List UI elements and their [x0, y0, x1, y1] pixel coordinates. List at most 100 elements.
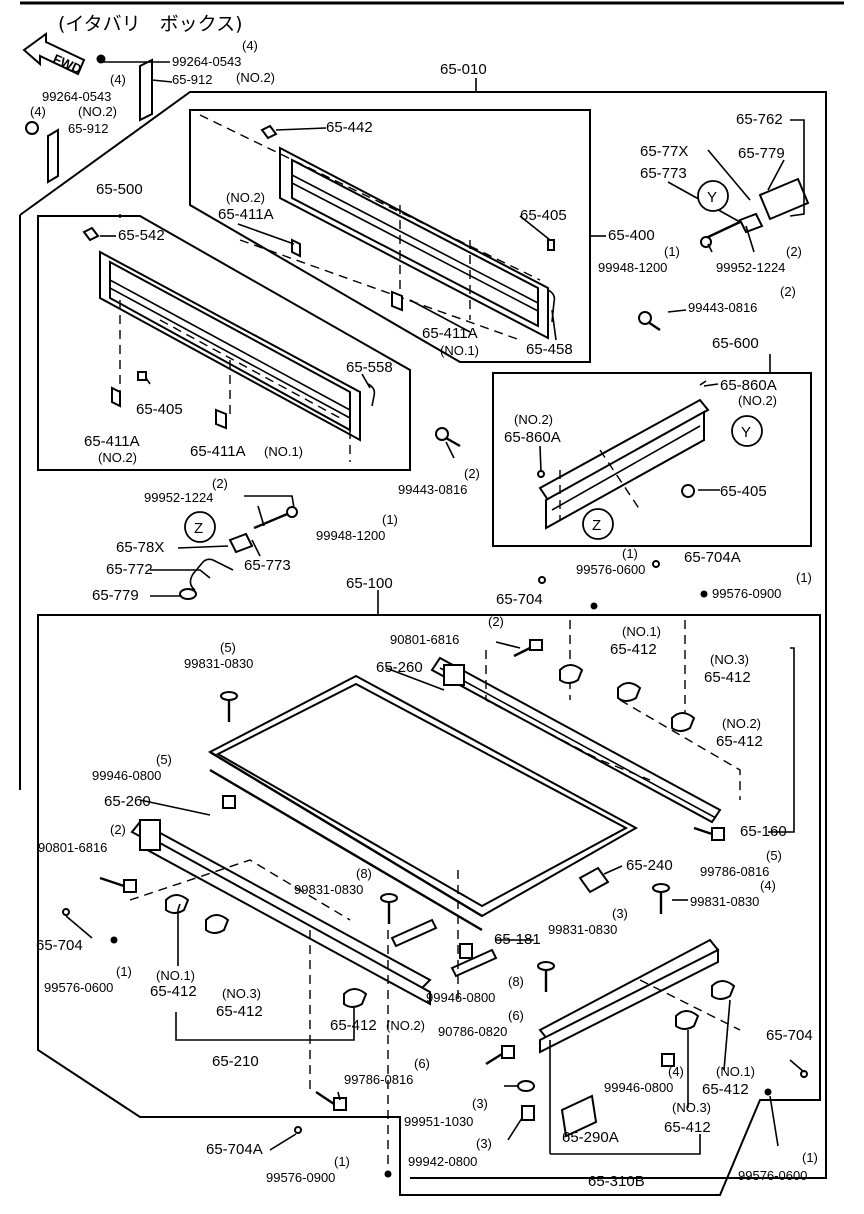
bolt-99831-0830-upper-left	[220, 691, 238, 722]
hinge-plate-65-912-lower	[25, 121, 59, 184]
panel-box-65-400	[189, 109, 591, 363]
bolt-99443-0816-lower	[435, 427, 461, 448]
callout: (NO.2)	[514, 412, 553, 427]
callout: 65-411A	[84, 433, 140, 450]
callout: 99946-0800	[92, 768, 161, 783]
callout: 65-260	[104, 793, 151, 810]
callout: 65-860A	[720, 377, 777, 394]
hook-65-411a-no1	[391, 290, 403, 312]
callout: 65-411A	[218, 206, 274, 223]
callout: 99946-0800	[604, 1080, 673, 1095]
callout: (NO.3)	[710, 652, 749, 667]
callout: 65-310B	[588, 1173, 645, 1190]
washer-99951-1030	[517, 1080, 535, 1092]
callout: 99264-0543	[172, 54, 241, 69]
nut-99576-0600-top	[590, 602, 598, 610]
callout: 99443-0816	[688, 300, 757, 315]
callout: 65-412	[664, 1119, 711, 1136]
callout: 65-860A	[504, 429, 561, 446]
screw-65-704a-bottom	[294, 1126, 302, 1134]
callout: (NO.2)	[226, 190, 265, 205]
screw-65-704a-top	[652, 560, 660, 568]
clip-65-412-no3-right	[675, 1010, 700, 1030]
callout: 99576-0900	[712, 586, 781, 601]
callout: 65-442	[326, 119, 373, 136]
callout: 65-210	[212, 1053, 259, 1070]
nut-99576-0600-left	[110, 936, 118, 944]
nut-99946-0800-right	[661, 1053, 675, 1067]
view-marker-y-lower: Y	[731, 415, 763, 447]
bolt-90801-6816-lower	[99, 876, 137, 893]
latch-assembly-y	[700, 177, 810, 248]
callout: 99264-0543	[42, 89, 111, 104]
callout: 65-412	[716, 733, 763, 750]
bolt-90801-6816-upper	[513, 639, 543, 658]
diagram-title: (イタバリ ボックス)	[58, 13, 243, 35]
clip-65-542	[82, 226, 100, 242]
screws	[62, 560, 808, 1178]
callout: 65-773	[244, 557, 291, 574]
callout: 65-704	[766, 1027, 813, 1044]
callout: 99946-0800	[426, 990, 495, 1005]
callout: 65-405	[520, 207, 567, 224]
leader-lines	[65, 61, 805, 1155]
assembly-outline-65-010	[19, 91, 827, 1179]
callout: (2)	[780, 284, 796, 299]
callout: 65-558	[346, 359, 393, 376]
callout: 99831-0830	[548, 922, 617, 937]
callout: (3)	[612, 906, 628, 921]
callout: (1)	[334, 1154, 350, 1169]
side-gate-panel	[99, 250, 361, 462]
bolt-99831-0830-right	[652, 883, 670, 914]
callout: (6)	[414, 1056, 430, 1071]
callout: 65-704	[36, 937, 83, 954]
callout: 65-405	[720, 483, 767, 500]
callout: 99443-0816	[398, 482, 467, 497]
callout: 99948-1200	[316, 528, 385, 543]
svg-text:Y: Y	[741, 424, 751, 441]
bracket-65-405-rear	[681, 484, 696, 498]
callout: (1)	[116, 964, 132, 979]
clip-65-412-no3-lower	[205, 914, 230, 934]
callout: (NO.1)	[716, 1064, 755, 1079]
floor-frame	[207, 674, 639, 932]
callout: (3)	[472, 1096, 488, 1111]
cross-member-65-310b	[538, 938, 720, 1054]
callout: 90801-6816	[38, 840, 107, 855]
callout: (NO.2)	[78, 104, 117, 119]
plate-65-181-b	[450, 948, 498, 978]
callout: 65-412	[330, 1017, 377, 1034]
callout: 65-773	[640, 165, 687, 182]
callout: (2)	[786, 244, 802, 259]
nut-99576-0600-right	[764, 1088, 772, 1096]
callout: (NO.1)	[622, 624, 661, 639]
nuts	[222, 795, 675, 1121]
bolt-99786-0816-upper	[693, 826, 725, 841]
callout: (1)	[802, 1150, 818, 1165]
callout: (5)	[766, 848, 782, 863]
clip-65-412-no1-upper	[559, 664, 584, 684]
callout: 99952-1224	[716, 260, 785, 275]
svg-text:Z: Z	[194, 520, 203, 537]
callout: 65-779	[92, 587, 139, 604]
callout: 99942-0800	[408, 1154, 477, 1169]
callout: (NO.3)	[672, 1100, 711, 1115]
bracket-65-260-right	[443, 664, 465, 686]
callout: 65-412	[704, 669, 751, 686]
panel-box-65-600	[492, 372, 812, 547]
nut-99946-0800-left	[222, 795, 236, 809]
callout: 65-542	[118, 227, 165, 244]
callout: (4)	[668, 1064, 684, 1079]
callout: 99951-1030	[404, 1114, 473, 1129]
screw-65-704-left	[62, 908, 70, 916]
callout: (1)	[664, 244, 680, 259]
rear-gate-panel	[538, 398, 710, 530]
callout: 65-458	[526, 341, 573, 358]
callout: 65-600	[712, 335, 759, 352]
side-rail-65-160	[430, 656, 722, 824]
callout: (2)	[212, 476, 228, 491]
callout: (1)	[622, 546, 638, 561]
callout: (NO.2)	[236, 70, 275, 85]
callout: 65-704A	[206, 1141, 263, 1158]
